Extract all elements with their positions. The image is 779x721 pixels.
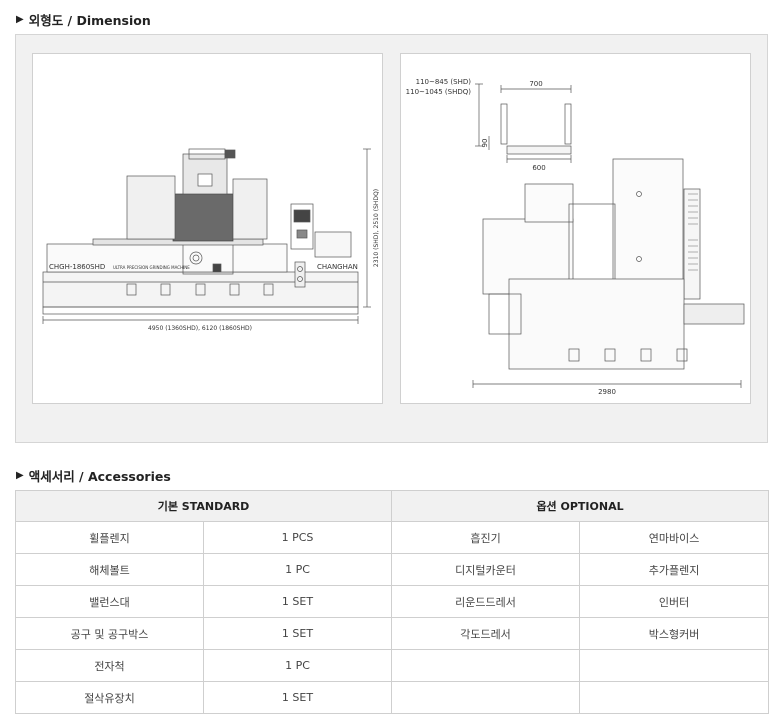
accessories-section-title: ▶ 액세서리 / Accessories xyxy=(16,466,171,485)
optional-item: 인버터 xyxy=(579,585,770,618)
table-row: 해체볼트 1 PC 디지털카운터 추가플렌지 xyxy=(15,553,770,586)
small-height-dimension: 90 xyxy=(481,139,489,148)
standard-quantity: 1 SET xyxy=(202,681,393,714)
standard-header: 기본 STANDARD xyxy=(14,490,393,522)
dimension-section-title: ▶ 외형도 / Dimension xyxy=(16,10,151,29)
front-view-drawing: CHGH-1860SHD ULTRA PRECISION GRINDING MA… xyxy=(32,53,383,404)
standard-quantity: 1 SET xyxy=(202,617,393,650)
table-row: 절삭유장치 1 SET xyxy=(15,681,770,714)
table-row: 밸런스대 1 SET 리운드드레서 인버터 xyxy=(15,585,770,618)
optional-item: 추가플렌지 xyxy=(579,553,770,586)
top-width-dimension: 700 xyxy=(529,80,542,88)
optional-item: 디지털카운터 xyxy=(391,553,581,586)
front-view-svg: CHGH-1860SHD ULTRA PRECISION GRINDING MA… xyxy=(42,148,380,332)
standard-quantity: 1 SET xyxy=(202,585,393,618)
standard-item: 휠플렌지 xyxy=(15,521,204,554)
table-header-row: 기본 STANDARD 옵션 OPTIONAL xyxy=(14,490,770,522)
optional-item: 리운드드레서 xyxy=(391,585,581,618)
brand-label: CHANGHAN xyxy=(317,263,358,271)
optional-item xyxy=(391,649,581,682)
front-width-dimension: 4950 (1360SHD), 6120 (1860SHD) xyxy=(148,325,252,332)
bottom-width-dimension: 600 xyxy=(532,164,545,172)
standard-quantity: 1 PCS xyxy=(202,521,393,554)
dimension-panel: CHGH-1860SHD ULTRA PRECISION GRINDING MA… xyxy=(15,34,768,443)
standard-item: 해체볼트 xyxy=(15,553,204,586)
dimension-title-text: 외형도 / Dimension xyxy=(28,13,151,28)
standard-item: 밸런스대 xyxy=(15,585,204,618)
triangle-bullet-icon: ▶ xyxy=(16,14,24,25)
table-row: 휠플렌지 1 PCS 흡진기 연마바이스 xyxy=(15,521,770,554)
head-dimension-shd: 110~845 (SHD) xyxy=(416,78,472,86)
model-label: CHGH-1860SHD xyxy=(49,263,105,271)
standard-quantity: 1 PC xyxy=(202,553,393,586)
triangle-bullet-icon: ▶ xyxy=(16,470,24,481)
optional-header: 옵션 OPTIONAL xyxy=(391,490,770,522)
optional-item: 연마바이스 xyxy=(579,521,770,554)
optional-item xyxy=(579,649,770,682)
side-view-drawing: 110~845 (SHD) 110~1045 (SHDQ) 700 600 90… xyxy=(400,53,751,404)
accessories-table: 기본 STANDARD 옵션 OPTIONAL 휠플렌지 1 PCS 흡진기 연… xyxy=(14,490,770,714)
standard-item: 공구 및 공구박스 xyxy=(15,617,204,650)
side-view-svg: 110~845 (SHD) 110~1045 (SHDQ) 700 600 90… xyxy=(406,78,745,396)
depth-dimension: 2980 xyxy=(598,388,616,396)
table-row: 공구 및 공구박스 1 SET 각도드레서 박스형커버 xyxy=(15,617,770,650)
front-height-dimension: 2310 (SHD), 2510 (SHDQ) xyxy=(373,189,380,267)
standard-quantity: 1 PC xyxy=(202,649,393,682)
head-dimension-shdq: 110~1045 (SHDQ) xyxy=(406,88,472,96)
standard-item: 절삭유장치 xyxy=(15,681,204,714)
optional-item: 박스형커버 xyxy=(579,617,770,650)
panel-small-label: ULTRA PRECISION GRINDING MACHINE xyxy=(113,265,190,270)
optional-item xyxy=(579,681,770,714)
accessories-title-text: 액세서리 / Accessories xyxy=(28,469,171,484)
optional-item: 흡진기 xyxy=(391,521,581,554)
standard-item: 전자척 xyxy=(15,649,204,682)
optional-item: 각도드레서 xyxy=(391,617,581,650)
table-row: 전자척 1 PC xyxy=(15,649,770,682)
optional-item xyxy=(391,681,581,714)
